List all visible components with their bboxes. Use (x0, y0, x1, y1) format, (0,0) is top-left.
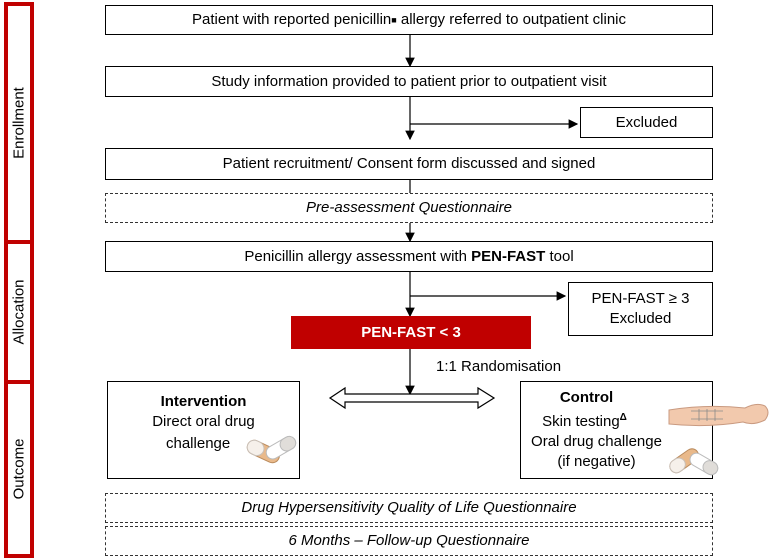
recruitment-text: Patient recruitment/ Consent form discus… (222, 155, 596, 172)
arm-skin-test-icon (668, 403, 769, 427)
dhqol-text: Drug Hypersensitivity Quality of Life Qu… (241, 499, 577, 516)
pill-capsules-icon (246, 435, 297, 464)
intervention-title: Intervention (160, 393, 247, 410)
penfast-low-text: PEN-FAST < 3 (361, 323, 461, 341)
assessment-tool-name: PEN-FAST (471, 247, 546, 265)
referral-text-start: Patient with reported penicillin (191, 11, 392, 28)
referral-box: Patient with reported penicillin■ allerg… (105, 5, 713, 35)
pill-capsules-icon (669, 448, 719, 476)
excluded-text: Excluded (615, 113, 678, 131)
control-skin-text: Skin testing (542, 413, 620, 430)
dhqol-box: Drug Hypersensitivity Quality of Life Qu… (105, 493, 713, 523)
assessment-text-end: tool (545, 247, 574, 265)
study-info-box: Study information provided to patient pr… (105, 66, 713, 97)
recruitment-box: Patient recruitment/ Consent form discus… (105, 148, 713, 180)
assessment-box: Penicillin allergy assessment with PEN-F… (105, 241, 713, 272)
double-arrow-icon (328, 386, 496, 410)
pre-assessment-text: Pre-assessment Questionnaire (306, 199, 512, 216)
excluded-box: Excluded (580, 107, 713, 138)
penfast-high-text: PEN-FAST ≥ 3 (591, 290, 690, 307)
penfast-high-box: PEN-FAST ≥ 3 Excluded (568, 282, 713, 336)
phase-enrollment: Enrollment (4, 2, 34, 244)
penfast-high-excluded-text: Excluded (609, 310, 672, 327)
intervention-line1: Direct oral drug (152, 413, 255, 430)
followup-box: 6 Months – Follow-up Questionnaire (105, 526, 713, 556)
control-box: Control Skin testingΔ Oral drug challeng… (520, 381, 769, 479)
control-skin-sup: Δ (619, 412, 627, 423)
control-oral-text: Oral drug challenge (531, 433, 662, 450)
referral-marker: ■ (391, 15, 397, 25)
control-title: Control (559, 389, 614, 406)
phase-allocation: Allocation (4, 240, 34, 384)
referral-text-end: allergy referred to outpatient clinic (396, 11, 626, 28)
randomisation-label: 1:1 Randomisation (436, 358, 562, 375)
assessment-text-start: Penicillin allergy assessment with (244, 247, 472, 265)
control-negative-text: (if negative) (557, 453, 636, 470)
control-skin-row: Skin testingΔ (457, 408, 712, 432)
pre-assessment-box: Pre-assessment Questionnaire (105, 193, 713, 223)
penfast-low-box: PEN-FAST < 3 (291, 316, 531, 349)
phase-outcome: Outcome (4, 380, 34, 558)
intervention-box: Intervention Direct oral drug challenge (107, 381, 300, 479)
followup-text: 6 Months – Follow-up Questionnaire (288, 532, 530, 549)
study-info-text: Study information provided to patient pr… (211, 72, 607, 90)
intervention-line2: challenge (166, 435, 231, 452)
